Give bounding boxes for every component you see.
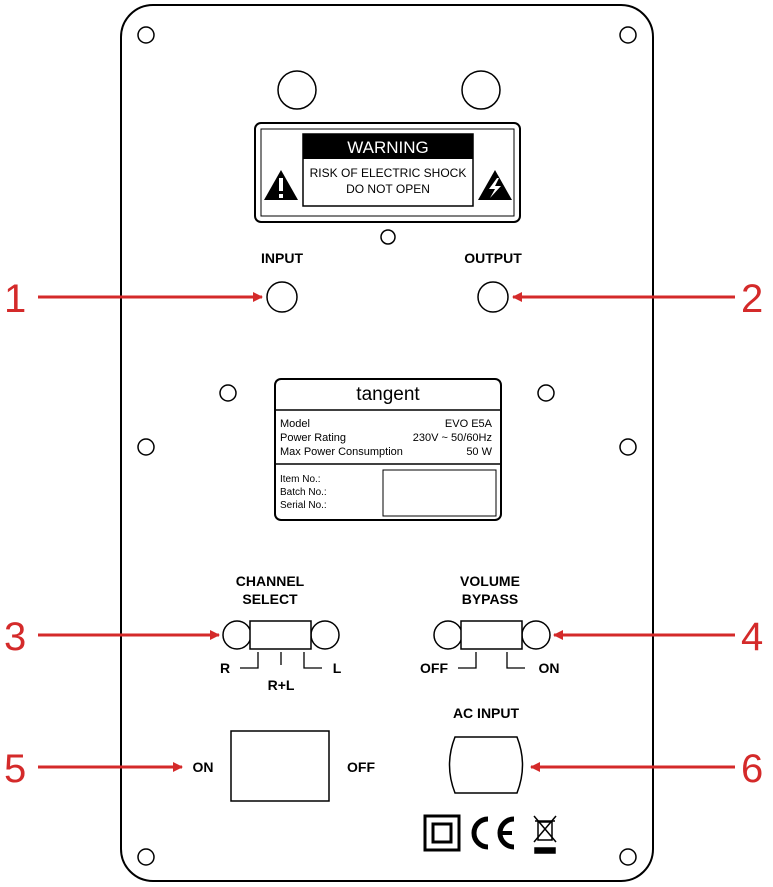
screw-hole	[137, 26, 155, 44]
warning-title: WARNING	[347, 138, 429, 157]
callout-number-6: 6	[741, 747, 763, 791]
callout-number-1: 1	[4, 277, 26, 321]
ac-input-socket: AC INPUT	[448, 705, 524, 794]
warning-line-2: DO NOT OPEN	[346, 182, 430, 196]
ce-mark-icon	[471, 816, 515, 850]
input-jack	[266, 281, 298, 313]
volume-bypass-line-2: BYPASS	[462, 591, 519, 607]
screw-hole	[619, 438, 637, 456]
bypass-pos-on: ON	[539, 660, 560, 676]
spec-batch-no: Batch No.:	[280, 487, 327, 498]
spec-power-rating-value: 230V ~ 50/60Hz	[413, 432, 492, 444]
output-label: OUTPUT	[464, 250, 522, 266]
spec-max-power-label: Max Power Consumption	[280, 446, 403, 458]
screw-hole	[619, 26, 637, 44]
mount-hole	[461, 70, 501, 110]
spec-item-no: Item No.:	[280, 474, 321, 485]
spec-serial-no: Serial No.:	[280, 500, 327, 511]
channel-pos-l: L	[333, 660, 342, 676]
channel-select-line-1: CHANNEL	[236, 573, 305, 589]
spec-model-label: Model	[280, 418, 310, 430]
spec-plate: tangent Model EVO E5A Power Rating 230V …	[274, 378, 502, 521]
screw-hole	[380, 229, 396, 245]
ac-input-label: AC INPUT	[453, 705, 520, 721]
corner-screws	[137, 26, 637, 866]
serial-box	[382, 469, 497, 517]
weee-crossed-bin-icon	[533, 815, 557, 854]
spec-power-rating-label: Power Rating	[280, 432, 346, 444]
callout-number-3: 3	[4, 615, 26, 659]
screw-hole	[137, 848, 155, 866]
output-jack	[477, 281, 509, 313]
screw-hole	[537, 384, 555, 402]
bypass-pos-off: OFF	[420, 660, 448, 676]
callout-arrows	[38, 292, 735, 772]
mount-hole	[277, 70, 317, 110]
callout-number-4: 4	[741, 615, 763, 659]
class-ii-double-square-icon	[423, 814, 461, 852]
screw-hole	[619, 848, 637, 866]
lightning-triangle-icon	[478, 170, 512, 200]
input-label: INPUT	[261, 250, 303, 266]
spec-max-power-value: 50 W	[466, 446, 492, 458]
volume-bypass-switch: VOLUME BYPASS OFF ON	[420, 573, 560, 676]
power-on-label: ON	[193, 759, 214, 775]
channel-pos-r: R	[220, 660, 230, 676]
channel-select-switch: CHANNEL SELECT R R+L L	[220, 573, 342, 693]
channel-select-line-2: SELECT	[242, 591, 298, 607]
power-off-label: OFF	[347, 759, 375, 775]
volume-bypass-line-1: VOLUME	[460, 573, 520, 589]
screw-hole	[137, 438, 155, 456]
screw-hole	[219, 384, 237, 402]
callout-number-2: 2	[741, 277, 763, 321]
channel-pos-rl: R+L	[268, 677, 295, 693]
callout-number-5: 5	[4, 747, 26, 791]
exclamation-triangle-icon	[264, 170, 298, 200]
brand-name: tangent	[356, 384, 420, 405]
warning-label: WARNING RISK OF ELECTRIC SHOCK DO NOT OP…	[254, 122, 521, 223]
spec-model-value: EVO E5A	[445, 418, 493, 430]
warning-line-1: RISK OF ELECTRIC SHOCK	[310, 166, 467, 180]
power-switch: ON OFF	[193, 730, 375, 802]
